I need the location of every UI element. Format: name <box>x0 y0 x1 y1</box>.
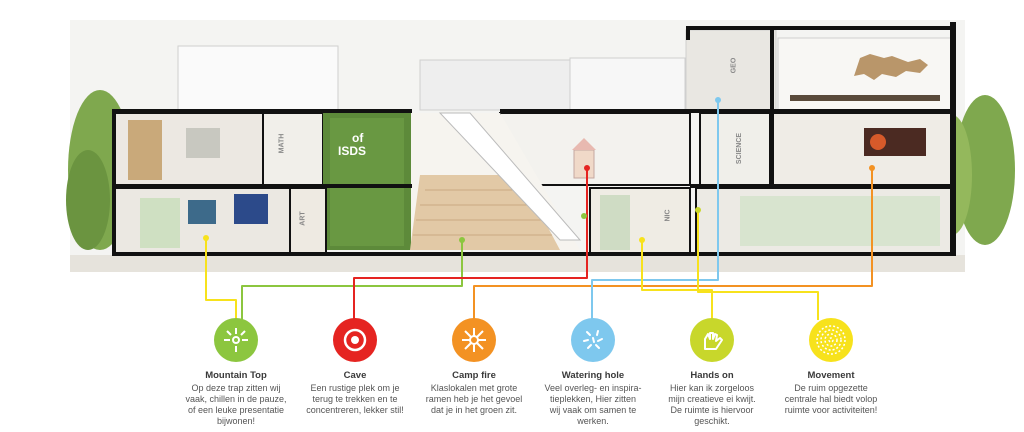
watering-hole-icon <box>571 318 615 362</box>
movement-icon <box>809 318 853 362</box>
connector-lines <box>205 100 873 320</box>
wall-label-nic: NIC <box>664 209 672 222</box>
connector-end-dots <box>203 97 875 243</box>
wall-label-geo: GEO <box>730 57 738 74</box>
legend-title: Movement <box>807 370 855 381</box>
legend-title: Camp fire <box>452 370 496 381</box>
logo-text-of: of <box>352 131 364 145</box>
mountain-top-icon <box>214 318 258 362</box>
legend-title: Hands on <box>690 370 734 381</box>
ground <box>70 255 965 272</box>
legend-title: Mountain Top <box>205 370 267 381</box>
legend-title: Cave <box>343 370 367 381</box>
floor-slabs <box>112 22 956 256</box>
wall-label-science: SCIENCE <box>736 132 744 165</box>
cave-icon <box>333 318 377 362</box>
logo-text-isds: ISDS <box>338 144 367 158</box>
wall-label-math: MATH <box>278 133 286 154</box>
top-floor <box>177 29 955 111</box>
legend-title: Watering hole <box>561 370 625 381</box>
camp-fire-icon <box>452 318 496 362</box>
wall-label-art: ART <box>299 211 307 226</box>
ground-floor <box>114 187 955 256</box>
hands-on-icon <box>690 318 734 362</box>
legend-description: Veel overleg- en inspira-tieplekken, Hie… <box>544 383 642 426</box>
legend-watering-hole: Watering hole Veel overleg- en inspira-t… <box>518 318 668 427</box>
central-stair <box>410 112 596 250</box>
